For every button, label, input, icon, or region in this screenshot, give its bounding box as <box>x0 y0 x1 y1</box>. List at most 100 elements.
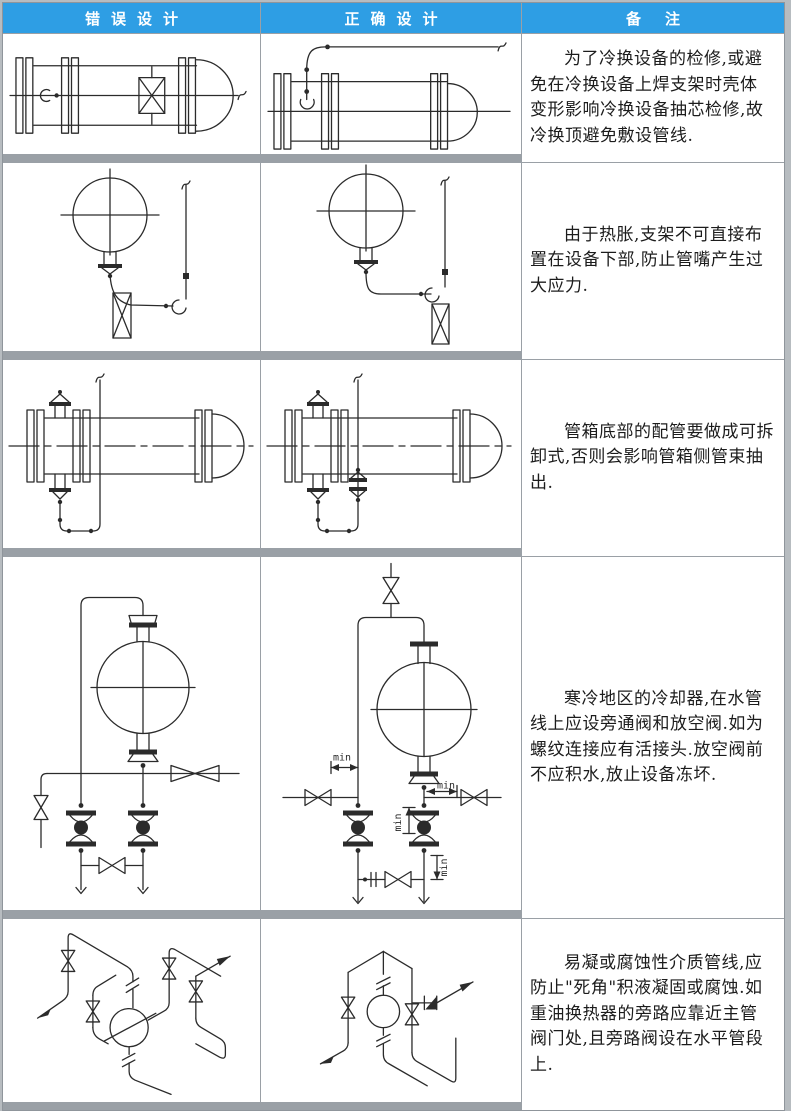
header-remark-label: 备注 <box>625 10 704 28</box>
min-label: min <box>437 781 455 792</box>
outlet-line <box>412 982 473 1082</box>
inlet-line <box>320 1043 348 1064</box>
diagram-row2-wrong <box>3 163 260 351</box>
check-valve-icon <box>412 996 437 1009</box>
bypass-bottom <box>76 851 148 894</box>
min-label: min <box>439 858 450 876</box>
header-correct-design: 正确设计 <box>261 3 521 33</box>
remark-row4-text: 寒冷地区的冷却器,在水管线上应设旁通阀和放空阀.如为螺纹连接应有活接头.放空阀前… <box>530 688 764 786</box>
header-correct-design-label: 正确设计 <box>344 10 449 28</box>
diagram-row2-correct <box>261 163 521 351</box>
support-under-vessel <box>113 293 131 338</box>
heat-exchanger <box>104 1009 155 1047</box>
remark-row3: 管箱底部的配管要做成可拆卸式,否则会影响管箱侧管束抽出. <box>522 360 784 556</box>
main-loop <box>348 951 412 1052</box>
drain-line <box>122 1047 171 1095</box>
bypass-bottom <box>353 851 429 904</box>
remark-row2: 由于热胀,支架不可直接布置在设备下部,防止管嘴产生过大应力. <box>522 163 784 359</box>
left-branch-valve-icon <box>34 774 48 848</box>
flow-arrow-out-icon <box>459 981 473 992</box>
control-valve-right <box>128 803 158 853</box>
arch-pipe <box>358 618 424 806</box>
diagram-row4-correct: min min <box>261 557 521 910</box>
outlet-pipe <box>110 274 173 306</box>
remark-row5-text: 易凝或腐蚀性介质管线,应防止"死角"积液凝固或腐蚀.如重油换热器的旁路应靠近主管… <box>530 952 764 1075</box>
bottom-nozzle <box>354 248 378 275</box>
exchanger-shell <box>10 58 246 133</box>
inlet-line <box>38 934 139 1018</box>
vessel <box>61 169 159 255</box>
drum-support-wrong <box>3 163 260 351</box>
control-valve-right <box>409 803 439 853</box>
piping <box>315 374 362 534</box>
flow-arrow-out-icon <box>216 956 231 966</box>
bypass-valve-icon <box>86 975 116 1044</box>
spherical-cooler <box>371 663 477 757</box>
water-main-line <box>283 788 501 806</box>
bottom-nozzle <box>49 474 71 505</box>
water-main-line <box>47 766 239 806</box>
vessel <box>317 165 415 251</box>
min-dim-left: min <box>331 753 358 774</box>
hook-support <box>40 90 59 102</box>
min-label: min <box>333 753 351 764</box>
remark-row1: 为了冷换设备的检修,或避免在冷换设备上焊支架时壳体变形影响冷换设备抽芯检修,故冷… <box>522 34 784 162</box>
header-wrong-design-label: 错误设计 <box>84 10 189 28</box>
fixed-piping <box>57 374 104 534</box>
outlet-pipe <box>366 272 431 294</box>
pipe-shoe <box>425 288 439 302</box>
vent-valve-icon <box>383 564 399 618</box>
bottom-nozzle <box>128 734 158 768</box>
diagram-row3-correct <box>261 360 521 548</box>
gate-valve-left-icon <box>305 790 331 806</box>
riser-pipe <box>172 181 190 314</box>
min-dim-bottom: min <box>431 856 450 880</box>
remark-row1-text: 为了冷换设备的检修,或避免在冷换设备上焊支架时壳体变形影响冷换设备抽芯检修,故冷… <box>530 49 764 146</box>
channel-piping-wrong <box>3 360 260 534</box>
flow-arrow-in-icon <box>37 1008 51 1019</box>
header-remark: 备注 <box>522 3 784 33</box>
drum-support-correct <box>261 163 521 351</box>
riser-pipe <box>441 177 449 287</box>
top-nozzle <box>129 616 157 642</box>
heat-exchanger-topline-correct <box>261 34 521 154</box>
flow-arrow-in-icon <box>320 1056 334 1064</box>
spherical-cooler <box>91 642 195 734</box>
overhead-pipe <box>300 43 506 109</box>
bottom-nozzle <box>307 474 329 505</box>
remark-row2-text: 由于热胀,支架不可直接布置在设备下部,防止管嘴产生过大应力. <box>530 224 764 296</box>
channel-piping-correct <box>261 360 521 534</box>
cooler-piping-wrong <box>3 557 260 910</box>
remark-row4: 寒冷地区的冷却器,在水管线上应设旁通阀和放空阀.如为螺纹连接应有活接头.放空阀前… <box>522 557 784 918</box>
remark-row5: 易凝或腐蚀性介质管线,应防止"死角"积液凝固或腐蚀.如重油换热器的旁路应靠近主管… <box>522 919 784 1110</box>
diagram-row5-correct <box>261 919 521 1102</box>
isometric-piping-wrong <box>3 919 260 1102</box>
diagram-row3-wrong <box>3 360 260 548</box>
gate-valve-right-icon <box>461 790 487 806</box>
exchanger-shell <box>267 410 511 482</box>
outlet-line <box>148 949 230 1059</box>
heat-exchanger <box>367 951 427 1085</box>
header-wrong-design: 错误设计 <box>3 3 260 33</box>
diagram-row1-wrong <box>3 34 260 154</box>
exchanger-shell <box>268 74 510 149</box>
remark-row3-text: 管箱底部的配管要做成可拆卸式,否则会影响管箱侧管束抽出. <box>530 421 774 493</box>
isometric-piping-correct <box>261 919 521 1102</box>
arch-pipe <box>81 598 143 806</box>
top-nozzle <box>307 390 329 418</box>
bottom-nozzle <box>409 757 439 790</box>
diagram-row4-wrong <box>3 557 260 910</box>
control-valve-left <box>66 803 96 853</box>
cooler-piping-correct: min min <box>261 557 521 910</box>
valve-left-icon <box>341 997 354 1018</box>
top-nozzle <box>410 641 438 664</box>
heat-exchanger-topline-wrong <box>3 34 260 154</box>
min-dim-right: min <box>427 781 457 798</box>
support-away-from-vessel <box>432 304 449 344</box>
diagram-row1-correct <box>261 34 521 154</box>
diagram-row5-wrong <box>3 919 260 1102</box>
min-label: min <box>393 813 404 831</box>
exchanger-shell <box>9 410 253 482</box>
control-valve-left <box>343 803 373 853</box>
